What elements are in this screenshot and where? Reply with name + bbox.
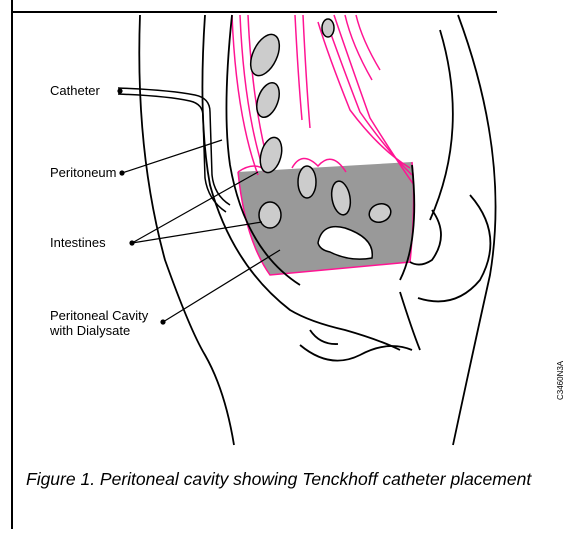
peritoneum-leader-dot (120, 171, 124, 175)
intestine-loop (298, 166, 316, 198)
intestine-loop (252, 80, 283, 121)
catheter-leader-dot (118, 89, 122, 93)
intestine-loop (322, 19, 334, 37)
peritoneum-label: Peritoneum (50, 165, 116, 180)
intestine-loop (257, 135, 286, 175)
intestines-leader-dot (130, 241, 134, 245)
peritoneal-cavity-label: Peritoneal Cavity with Dialysate (50, 308, 148, 338)
catheter-label: Catheter (50, 83, 100, 98)
intestine-loop (259, 202, 281, 228)
cavity-leader (163, 250, 280, 322)
figure-caption: Figure 1. Peritoneal cavity showing Tenc… (26, 467, 576, 492)
cavity-leader-dot (161, 320, 165, 324)
figure-code: C3460N3A (556, 361, 565, 400)
intestines-label: Intestines (50, 235, 106, 250)
